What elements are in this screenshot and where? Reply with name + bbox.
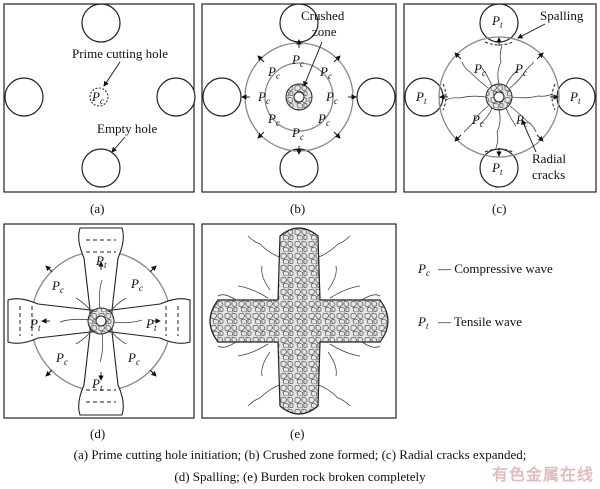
panel-d-tag: (d) (90, 426, 105, 441)
watermark-logo: 有色金属在线 (491, 465, 594, 484)
pc-label: Pc (514, 61, 527, 78)
radial-cracks-label: Radial (532, 151, 566, 166)
pt-label: Pt (415, 89, 427, 106)
panel-b-tag: (b) (290, 201, 305, 216)
panel-c-tag: (c) (492, 201, 506, 216)
radial-cracks-label-2: cracks (532, 167, 565, 182)
figure-caption-line-2: (d) Spalling; (e) Burden rock broken com… (174, 469, 426, 484)
blast-hole (493, 91, 505, 103)
prime-label-arrow (103, 61, 121, 87)
empty-hole-label: Empty hole (97, 121, 158, 136)
pt-label: Pt (145, 316, 157, 333)
empty-hole-bottom (81, 148, 121, 188)
panel-d: Pt Pt Pt Pt Pc Pc Pc Pc (d) (3, 223, 195, 441)
pt-label: Pt (95, 253, 107, 270)
pc-label: Pc (267, 111, 280, 128)
broken-burden-rock (209, 227, 389, 415)
pc-label: Pc (51, 278, 64, 295)
wave-front-inner (264, 62, 334, 132)
empty-label-arrow (111, 136, 126, 153)
radial-cracks-arrow (521, 119, 537, 153)
empty-hole-left (202, 77, 242, 117)
pt-label: Pt (569, 89, 581, 106)
pc-label: Pc (130, 276, 143, 293)
pt-label: Pt (91, 376, 103, 393)
legend: Pc — Compressive wave Pt — Tensile wave (417, 261, 553, 331)
spalling-marks (442, 41, 556, 153)
empty-hole-right (156, 77, 196, 117)
pt-label: Pt (491, 160, 503, 177)
legend-compressive-symbol: Pc (417, 261, 430, 278)
pc-label: Pc (319, 64, 332, 81)
prime-cutting-hole-label: Prime cutting hole (72, 46, 168, 61)
wave-front (438, 36, 560, 158)
legend-tensile-symbol: Pt (417, 314, 429, 331)
radial-cracks (445, 45, 553, 149)
wave-arrows (41, 261, 161, 381)
pc-label: Pc (471, 112, 484, 129)
panel-c: Pt Pt Pt Pt Pc Pc Pc Pc Spalling Radial … (403, 3, 597, 216)
panel-b: Crushed zone Pc Pc Pc Pc Pc Pc Pc Pc (b) (201, 3, 397, 216)
pc-label: Pc (291, 52, 304, 69)
figure-caption-line-1: (a) Prime cutting hole initiation; (b) C… (73, 447, 527, 462)
pc-label: Pc (317, 111, 330, 128)
pc-label: Pc (473, 61, 486, 78)
pc-label: Pc (325, 89, 338, 106)
blast-hole (293, 91, 305, 103)
crushed-zone-arrow (303, 41, 323, 87)
blast-hole (95, 315, 107, 327)
pc-label: Pc (291, 125, 304, 142)
panel-e: (e) (201, 223, 397, 441)
legend-compressive-text: — Compressive wave (437, 261, 553, 276)
spalling-marks (19, 239, 179, 403)
pc-label: Pc (55, 350, 68, 367)
outer-cracks (217, 235, 381, 407)
legend-tensile-text: — Tensile wave (437, 314, 522, 329)
empty-hole-right (356, 77, 396, 117)
compressive-arrows (241, 39, 357, 155)
spalling-label: Spalling (540, 8, 584, 23)
pt-label: Pt (491, 13, 503, 30)
spalling-arrow (517, 23, 546, 39)
pc-label: Pc (127, 350, 140, 367)
empty-hole-left (4, 77, 44, 117)
panel-e-tag: (e) (290, 426, 304, 441)
crushed-zone-label-2: zone (312, 24, 337, 39)
prime-hole-symbol: Pc (91, 89, 104, 106)
pt-label: Pt (29, 316, 41, 333)
panel-a-tag: (a) (90, 201, 104, 216)
pc-label: Pc (267, 64, 280, 81)
pc-label: Pc (257, 89, 270, 106)
wave-arrows (439, 37, 559, 157)
prime-cutting-hole (89, 87, 109, 107)
empty-hole-bottom (279, 148, 319, 188)
crushed-zone-label: Crushed (301, 8, 345, 23)
empty-hole-top (81, 3, 121, 43)
panel-a: Pc Prime cutting hole Empty hole (a) (3, 3, 196, 216)
